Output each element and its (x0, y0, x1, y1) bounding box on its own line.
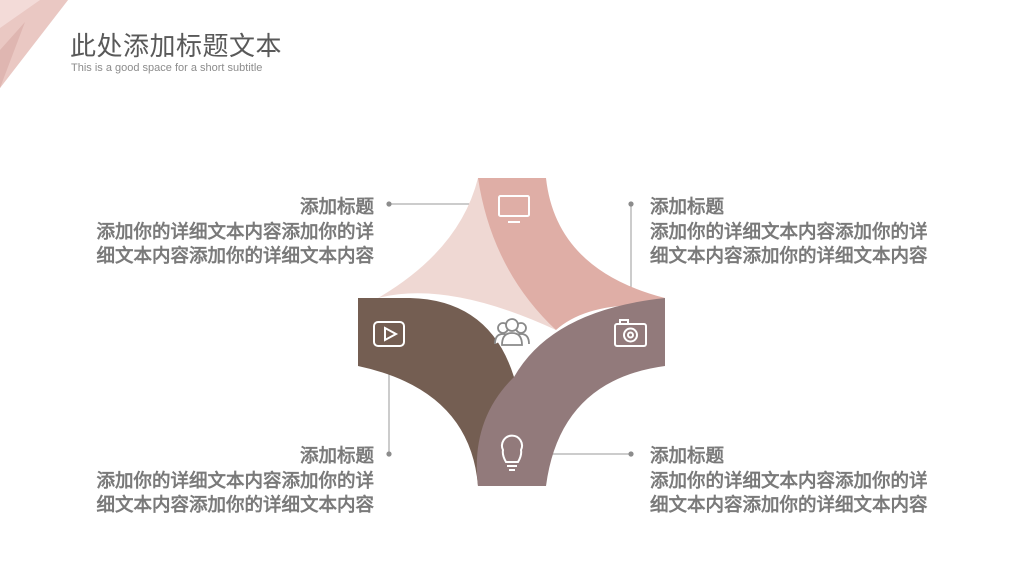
item-heading: 添加标题 (650, 197, 725, 218)
item-heading: 添加标题 (299, 446, 374, 467)
text-block-bottom-right: 添加标题 添加你的详细文本内容添加你的详细文本内容添加你的详细文本内容 (650, 445, 930, 519)
lightbulb-icon (501, 434, 523, 471)
page-subtitle: This is a good space for a short subtitl… (71, 62, 263, 74)
page-title: 此处添加标题文本 (70, 32, 283, 62)
item-body: 添加你的详细文本内容添加你的详细文本内容添加你的详细文本内容 (96, 470, 374, 517)
play-icon (373, 321, 405, 347)
item-body: 添加你的详细文本内容添加你的详细文本内容添加你的详细文本内容 (650, 470, 928, 517)
item-heading: 添加标题 (650, 446, 725, 467)
monitor-icon (498, 195, 530, 223)
connector-dot-bottom-right (628, 451, 634, 457)
item-heading: 添加标题 (299, 197, 374, 218)
text-block-bottom-left: 添加标题 添加你的详细文本内容添加你的详细文本内容添加你的详细文本内容 (94, 445, 374, 519)
connector-dot-top-right (628, 201, 634, 207)
connector-dot-top-left (386, 201, 392, 207)
item-body: 添加你的详细文本内容添加你的详细文本内容添加你的详细文本内容 (96, 221, 374, 268)
connectors (386, 201, 634, 457)
connector-dot-bottom-left (386, 451, 392, 457)
camera-icon (614, 319, 647, 347)
corner-decoration (0, 0, 68, 88)
text-block-top-right: 添加标题 添加你的详细文本内容添加你的详细文本内容添加你的详细文本内容 (650, 196, 930, 270)
text-block-top-left: 添加标题 添加你的详细文本内容添加你的详细文本内容添加你的详细文本内容 (94, 196, 374, 270)
item-body: 添加你的详细文本内容添加你的详细文本内容添加你的详细文本内容 (650, 221, 928, 268)
team-icon (494, 318, 530, 346)
